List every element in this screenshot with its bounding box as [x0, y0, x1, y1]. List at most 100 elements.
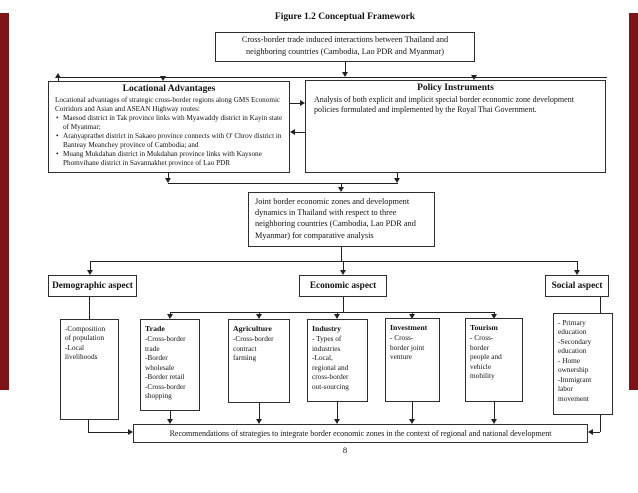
text-line: -Local: [65, 342, 85, 352]
joint-text: Joint border economic zones and developm…: [255, 197, 416, 240]
text-line: border: [470, 342, 490, 352]
connector-policy-down: [394, 173, 400, 183]
arrow-into-investment: [409, 312, 415, 319]
arrow-investment-into-recommendations: [409, 402, 415, 424]
text-line: of population: [65, 333, 105, 343]
locational-bullet: Muang Mukdahan district in Mukdahan prov…: [55, 150, 283, 168]
arrow-industry-into-recommendations: [334, 402, 340, 424]
connector-locational-down: [165, 173, 171, 183]
connector-economic-down: [343, 297, 344, 312]
node-economic-aspect: Economic aspect: [299, 275, 387, 297]
connector-social-feedback-v: [600, 415, 601, 432]
arrow-into-industry: [334, 312, 340, 319]
node-policy-instruments: Policy Instruments Analysis of both expl…: [305, 80, 606, 173]
arrow-into-joint: [338, 183, 344, 192]
locational-bullet: Maesod district in Tak province links wi…: [55, 114, 283, 132]
text-line: -Local,: [312, 353, 333, 363]
arrow-locational-to-policy: [290, 100, 305, 106]
arrow-into-demographic: [87, 261, 93, 275]
investment-title: Investment: [390, 323, 428, 332]
text-line: - Cross-: [470, 333, 494, 343]
arrow-into-agriculture: [256, 312, 262, 319]
text-line: -Cross-border: [233, 334, 274, 344]
figure-title: Figure 1.2 Conceptual Framework: [274, 12, 416, 22]
text-line: livelihoods: [65, 352, 98, 362]
connector-joint-down: [341, 247, 342, 261]
text-line: regional and: [312, 362, 349, 372]
demographic-aspect-label: Demographic aspect: [52, 281, 133, 291]
arrow-down-into-locational: [160, 76, 166, 81]
text-line: wholesale: [145, 362, 175, 372]
recommendations-text: Recommendations of strategies to integra…: [169, 429, 552, 438]
connector-top-to-split: [342, 62, 348, 77]
arrow-tourism-into-recommendations: [491, 402, 497, 424]
locational-bullet: Aranyaprathet district in Sakaeo provinc…: [55, 132, 283, 150]
arrow-trade-into-recommendations: [167, 411, 173, 424]
text-line: mobility: [470, 371, 495, 381]
social-aspect-label: Social aspect: [551, 281, 603, 291]
policy-title: Policy Instruments: [417, 83, 494, 93]
industry-title: Industry: [312, 324, 342, 333]
text-line: - Primary: [558, 318, 586, 327]
tourism-title: Tourism: [470, 323, 498, 332]
text-line: trade: [145, 343, 160, 353]
node-locational-advantages: Locational Advantages Locational advanta…: [48, 81, 290, 173]
arrow-into-trade: [167, 312, 173, 319]
text-line: -Secondary: [558, 336, 592, 346]
text-line: farming: [233, 353, 257, 363]
right-red-border: [629, 13, 638, 390]
text-line: people and: [470, 352, 502, 362]
economic-aspect-label: Economic aspect: [309, 281, 377, 291]
connector-demographic-feedback-v: [88, 420, 89, 432]
text-line: education: [558, 327, 587, 337]
trade-title: Trade: [145, 324, 165, 333]
arrow-into-social: [574, 261, 580, 275]
locational-title: Locational Advantages: [122, 84, 216, 94]
text-line: contract: [233, 343, 257, 353]
text-line: -Immigrant: [558, 374, 592, 384]
arrow-down-into-policy: [471, 75, 477, 80]
connector-economic-distribution: [170, 312, 494, 313]
node-social-aspect: Social aspect: [545, 275, 609, 297]
text-line: -Border retail: [145, 372, 185, 382]
connector-up-tick: [55, 73, 61, 81]
text-line: industries: [312, 343, 341, 353]
text-line: shopping: [145, 391, 172, 401]
text-line: out-sourcing: [312, 381, 349, 391]
arrow-social-into-recommendations: [588, 429, 600, 435]
text-line: labor: [558, 384, 573, 394]
arrow-into-tourism: [491, 312, 497, 319]
text-line: border joint: [390, 342, 425, 352]
connector-merge-line: [168, 183, 398, 184]
text-line: - Types of: [312, 334, 342, 344]
text-line: venture: [390, 352, 412, 362]
page-number: 8: [342, 445, 348, 455]
connector-aspects-line: [90, 261, 577, 262]
arrow-into-economic: [340, 261, 346, 275]
text-line: cross-border: [312, 372, 349, 382]
arrow-policy-to-locational: [290, 129, 305, 135]
text-line: education: [558, 346, 587, 356]
node-recommendations: Recommendations of strategies to integra…: [133, 424, 588, 443]
locational-intro: Locational advantages of strategic cross…: [55, 95, 281, 113]
policy-body: Analysis of both explicit and implicit s…: [314, 94, 574, 115]
locational-bullet-list: Maesod district in Tak province links wi…: [55, 114, 283, 168]
left-red-border: [0, 13, 9, 390]
node-demographic-aspect: Demographic aspect: [48, 275, 137, 297]
text-line: -Cross-border: [145, 381, 186, 391]
text-line: -Cross-border: [145, 334, 186, 344]
connector-social-down: [600, 297, 601, 313]
text-line: movement: [558, 393, 589, 403]
